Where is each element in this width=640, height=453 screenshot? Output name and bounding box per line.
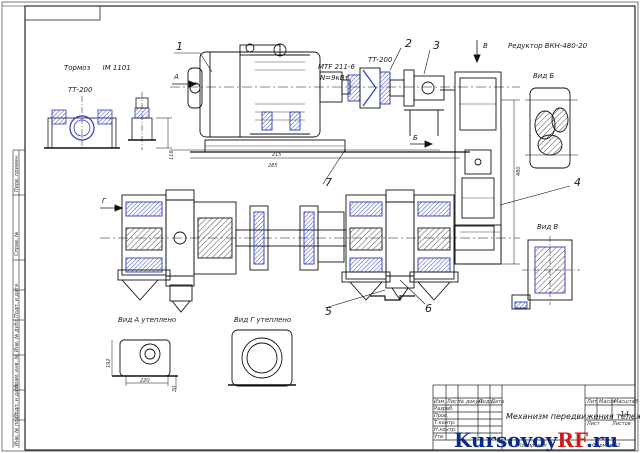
callout-3: 3	[433, 39, 440, 52]
sheet-title: Механизм передвижения тележки	[506, 412, 640, 421]
view-a	[111, 339, 178, 390]
coupling-brake-top	[347, 67, 445, 136]
title-block	[432, 384, 636, 451]
footer-format: Формат А2	[592, 443, 621, 449]
arrow-v-label: В	[483, 42, 488, 50]
view-v-label: Вид В	[537, 223, 559, 231]
brake-assembly	[44, 92, 172, 150]
side-label-2: Справ. №	[14, 231, 20, 256]
tb-sheet-number: 14	[620, 410, 629, 418]
motor-power: N=9кВт	[320, 74, 349, 82]
arrow-b	[410, 140, 434, 148]
dim-116: 116	[169, 150, 175, 160]
reducer-label: Редуктор ВКН-480-20	[508, 42, 588, 50]
callout-6: 6	[425, 302, 432, 315]
tb-lit: Лит.	[587, 399, 599, 405]
motor-model: МТF 211-6	[318, 63, 355, 71]
dim-220: 220	[140, 378, 150, 384]
tb-razrab: Разраб.	[434, 406, 454, 412]
tb-prov: Пров.	[434, 413, 449, 419]
tb-nkontr: Н.контр.	[434, 427, 457, 433]
callout-1: 1	[176, 40, 183, 53]
side-label-1: Перв. примен.	[14, 154, 20, 192]
dim-192: 192	[106, 358, 112, 368]
tb-data: Дата	[491, 399, 504, 405]
side-label-3: Подп. и дата	[14, 283, 20, 318]
view-b	[525, 87, 578, 169]
callout-5: 5	[325, 305, 332, 318]
view-g	[228, 329, 296, 387]
brake-title: Тормоз IM 1101	[64, 64, 131, 72]
arrow-b-label: Б	[413, 134, 418, 142]
tb-tkontr: Т.контр.	[434, 420, 456, 426]
brake-model: ТТ-200	[68, 86, 93, 94]
tb-izm: Изм.	[434, 399, 446, 405]
tb-utv: Утв.	[434, 434, 445, 440]
coupling-brake-label: ТТ-200	[368, 56, 393, 64]
tb-ndoc: № докум.	[459, 399, 484, 405]
side-label-5: Взам. инв. №	[14, 354, 20, 388]
arrow-a-label: А	[174, 73, 179, 81]
arrow-g-label: Г	[102, 197, 106, 205]
tb-masshtab: Масштаб	[614, 399, 638, 405]
motor-top-view	[170, 43, 520, 159]
view-v	[511, 236, 580, 310]
view-g-label: Вид Г утеплено	[234, 316, 292, 324]
side-label-4: Инв. № дубл.	[14, 317, 20, 352]
footer-copy: Копировал	[518, 443, 547, 449]
reducer	[440, 40, 520, 265]
dim-480: 480	[516, 166, 522, 176]
view-a-label: Вид А утеплено	[118, 316, 177, 324]
dim-285: 285	[268, 163, 278, 169]
arrow-a	[172, 80, 198, 88]
tb-massa: Масса	[599, 399, 615, 405]
callout-leaders	[174, 47, 571, 309]
inner-frame	[24, 5, 636, 451]
watermark-logo: KursovoyRF.ru	[454, 428, 619, 452]
drive-shaft-section	[100, 189, 520, 313]
view-b-label: Вид Б	[533, 72, 555, 80]
tb-sheets: Листов	[612, 421, 631, 427]
tb-podp: Подп.	[479, 399, 495, 405]
side-label-7: Инв. № подл.	[14, 411, 20, 447]
dim-20: 20	[172, 385, 178, 392]
tb-list: Лист	[447, 399, 460, 405]
dim-215: 215	[272, 152, 282, 158]
tb-sheet: Лист	[587, 421, 600, 427]
callout-7: 7	[325, 176, 332, 189]
callout-4: 4	[574, 176, 581, 189]
callout-2: 2	[405, 37, 412, 50]
